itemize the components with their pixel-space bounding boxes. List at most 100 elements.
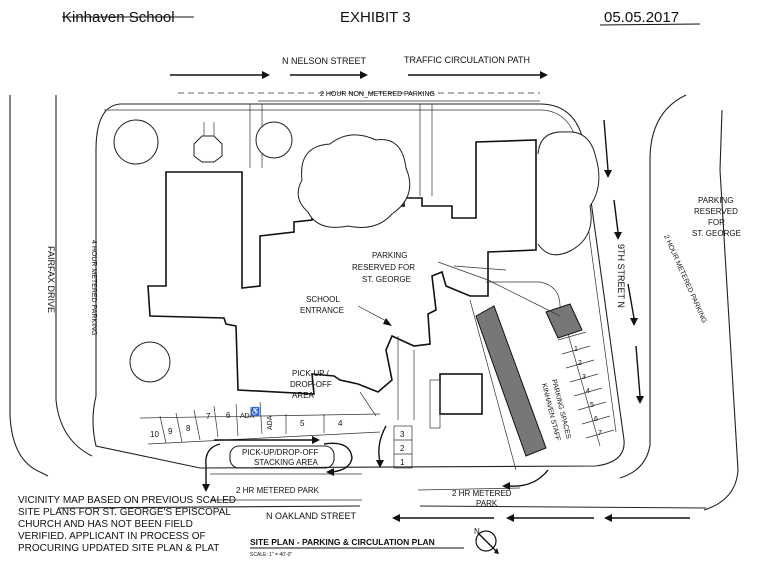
west-curb-inner [55,95,93,457]
south-arrowhead-1 [392,514,400,522]
note-line-3: CHURCH AND HAS NOT BEEN FIELD [18,519,193,530]
space-6: 6 [226,411,231,420]
curve-arrowhead-mid [376,460,384,468]
south-curb-east [419,505,707,509]
east-arrow-3 [627,283,635,319]
tree-north [255,121,293,159]
street-south: N OAKLAND STREET [266,511,357,521]
curve-arrow-mid [378,425,387,463]
small-space-1: 1 [400,458,405,467]
north-arrow-needle [477,532,497,552]
north-arrow-letter: N [474,527,480,536]
parking-north-label: 2 HOUR NON_METERED PARKING [320,91,435,98]
north-arrowhead-1 [262,71,270,79]
note-line-1: VICINITY MAP BASED ON PREVIOUS SCALED [18,495,236,506]
east-arrowhead-1 [604,170,612,178]
pickup-label-1: PICK-UP / [292,369,330,378]
traffic-path-label: TRAFFIC CIRCULATION PATH [404,55,530,65]
tree-southwest [129,341,171,383]
curve-arrow-east [323,442,353,473]
ada-label-2: ADA [267,415,274,430]
reserved-east-4: ST. GEORGE [692,229,741,238]
staff-parking-reserved-shaded [545,303,583,339]
south-arrowhead-3 [604,514,612,522]
metered-park-left: 2 HR METERED PARK [236,486,320,495]
drive-aisle-west [397,336,415,420]
parking-west-label: 4 HOUR METERED PARKING [90,240,97,336]
west-curb-outer [9,95,49,477]
north-arrowhead-2 [360,71,368,79]
east-arrowhead-4 [636,396,644,404]
ada-label-1: ADA [240,413,255,420]
street-west: FAIRFAX DRIVE [46,246,56,313]
street-north: N NELSON STREET [282,56,367,66]
space-8: 8 [186,424,191,433]
staff-space-3: 3 [582,374,586,381]
small-space-2: 2 [400,444,405,453]
leader-reserved-3 [453,265,507,271]
metered-park-right-2: PARK [476,499,498,508]
south-east-parking-line [417,487,521,491]
pickup-label-2: DROP-OFF [290,380,332,389]
reserved-site-2: RESERVED FOR [352,263,415,272]
space-4: 4 [338,419,343,428]
space-7: 7 [206,412,211,421]
reserved-east-3: FOR [708,218,725,227]
curve-arrow-exit [507,469,549,487]
curve-arrowhead-east [326,468,334,476]
small-building [439,373,483,415]
note-line-5: PROCURING UPDATED SITE PLAN & PLAT [18,543,219,554]
reserved-site-1: PARKING [372,251,407,260]
north-arrow-needle-head [494,548,499,554]
south-row-back [139,413,381,419]
south-curb [57,505,361,509]
north-arrowhead-3 [540,71,548,79]
south-arrowhead-2 [506,514,514,522]
entrance-leader [357,305,389,323]
site-boundary [92,103,625,469]
small-space-3: 3 [400,430,405,439]
entrance-label-1: SCHOOL [306,295,340,304]
east-curb-outer [703,109,739,511]
pickup-leader [359,391,377,417]
drive-aisle-east [486,281,601,447]
date-underline [599,23,701,26]
date-label: 05.05.2017 [604,9,679,26]
small-row-box [393,425,413,469]
south-row-front [147,431,381,445]
reserved-east-2: RESERVED [694,207,738,216]
pickup-label-3: AREA [292,391,314,400]
curve-arrowhead-exit [502,482,510,490]
reserved-east-1: PARKING [698,196,733,205]
leader-reserved-1 [437,261,489,281]
stacking-label-1: PICK-UP/DROP-OFF [242,448,319,457]
staff-space-6: 6 [594,416,598,423]
east-arrow-2 [613,199,619,233]
east-arrow-4 [635,345,641,397]
reserved-site-3: ST. GEORGE [362,275,411,284]
tree-northwest [113,119,159,165]
staff-parking-spaces [557,331,615,439]
staff-space-7: 7 [598,430,602,437]
exhibit-label: EXHIBIT 3 [340,9,411,26]
gazebo [193,135,223,163]
note-line-2: SITE PLANS FOR ST. GEORGE'S EPISCOPAL [18,507,231,518]
stacking-area-box [229,445,335,469]
entrance-leader-head [383,318,392,326]
street-east: 9TH STREET N [616,244,626,308]
curve-arrow-west [205,443,221,486]
staff-space-4: 4 [586,388,590,395]
entrance-label-2: ENTRANCE [300,306,344,315]
south-row-dividers [159,401,325,444]
staff-space-5: 5 [590,402,594,409]
tree-east-cloud [537,131,600,256]
leader-reserved-2 [487,279,561,317]
curve-arrowhead-west [202,484,210,492]
plan-title: SITE PLAN - PARKING & CIRCULATION PLAN [250,537,435,547]
space-5: 5 [300,419,305,428]
parking-east-label: 2 HOUR METERED PARKING [662,234,707,324]
small-building-porch [429,379,441,429]
east-arrowhead-3 [630,318,638,326]
tree-large-cloud [297,134,411,228]
